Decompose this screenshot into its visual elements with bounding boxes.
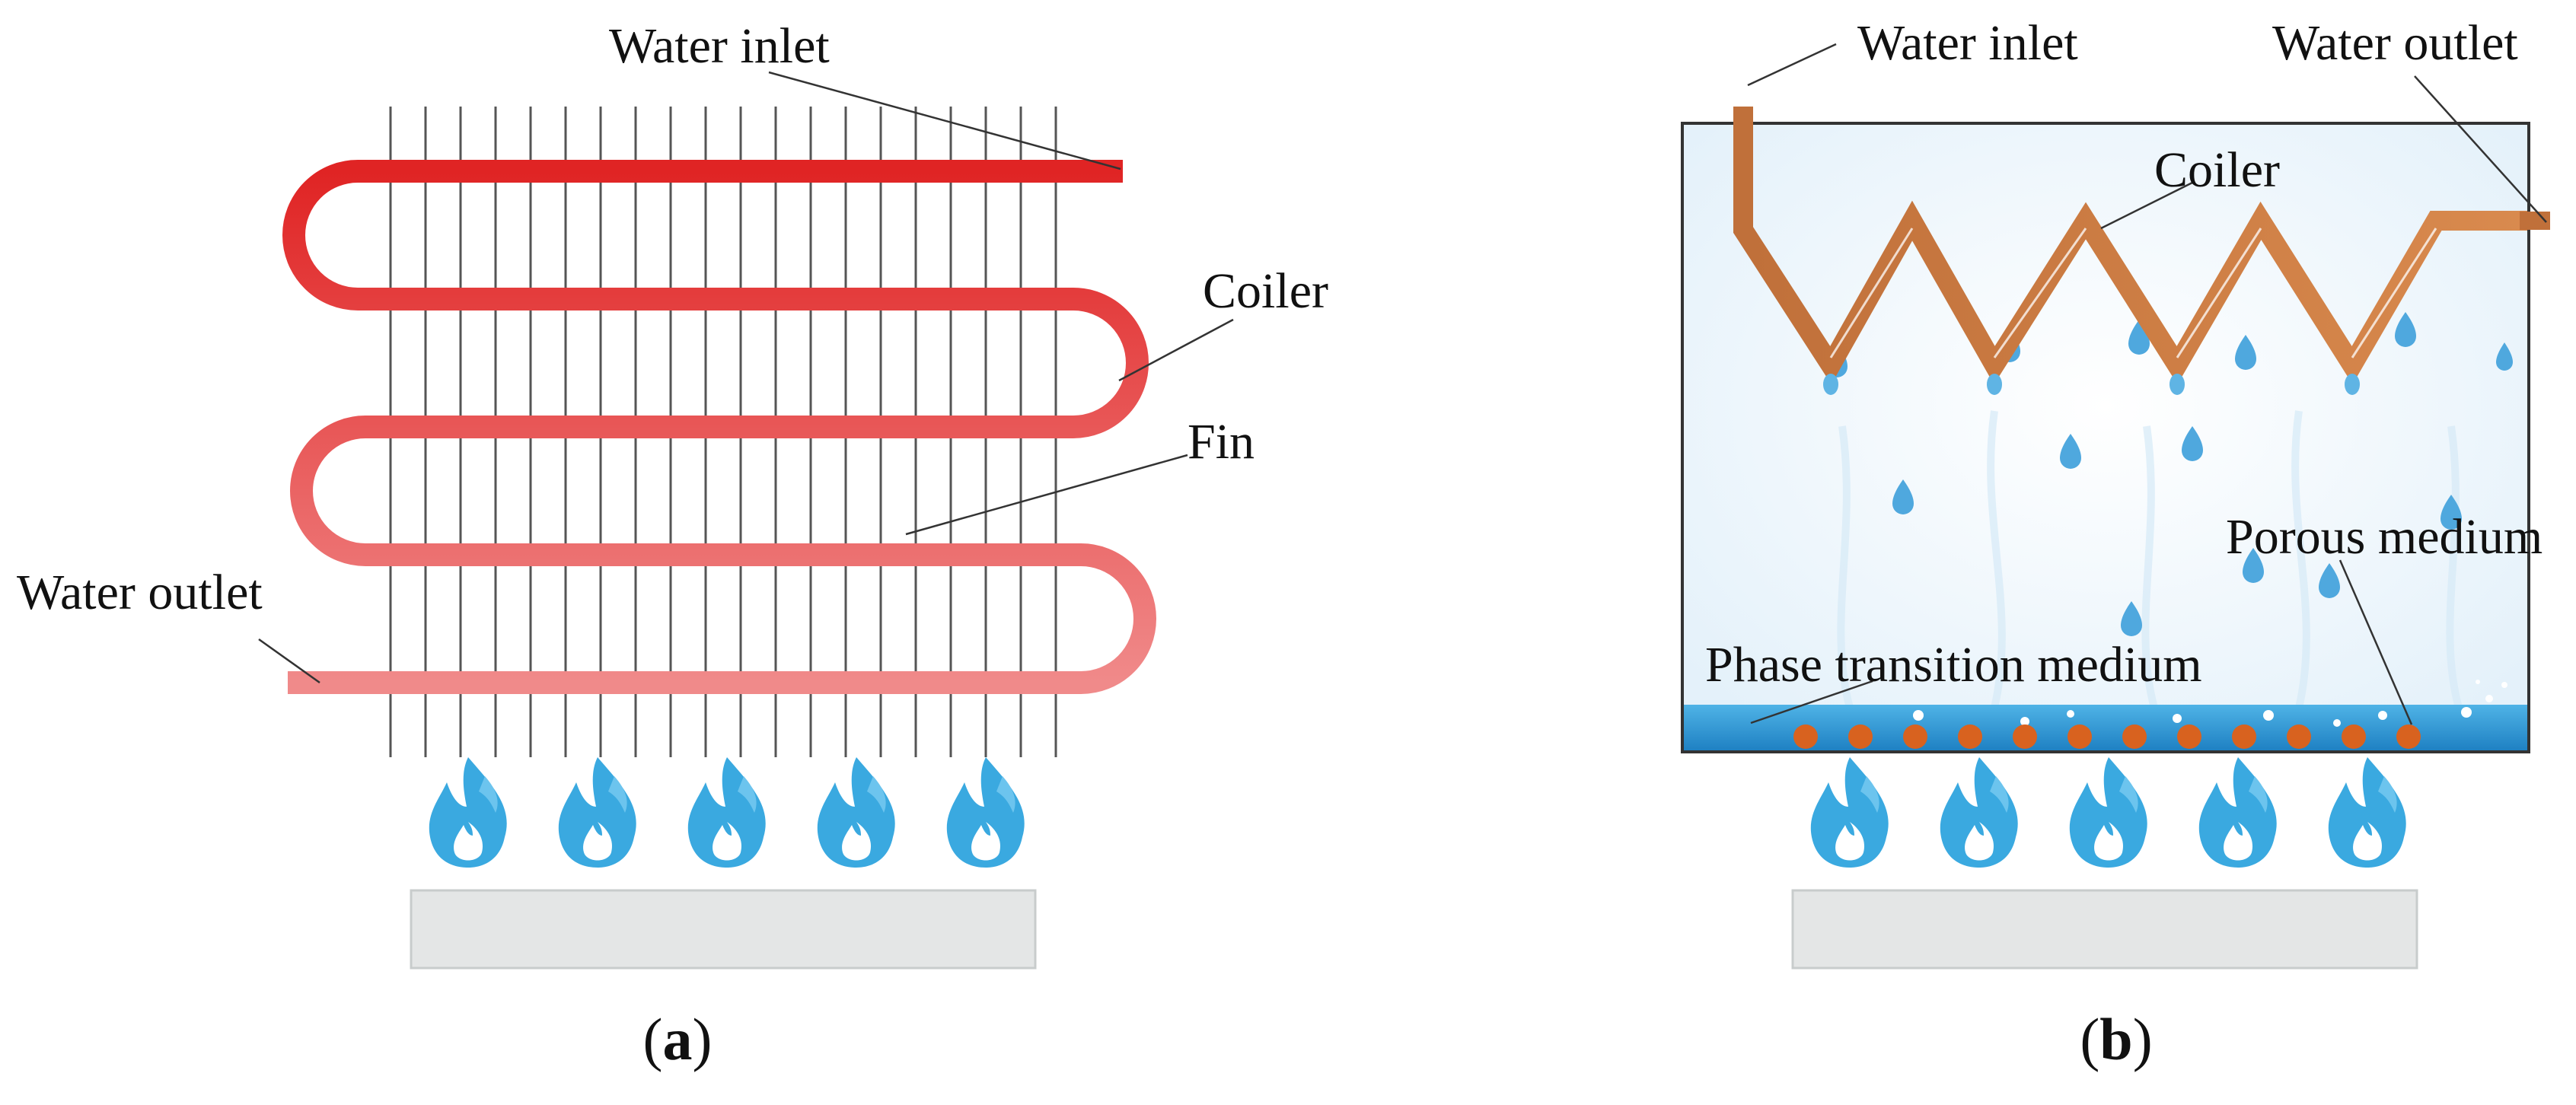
leader-water-outlet	[258, 638, 320, 684]
tank-outline	[1681, 122, 2530, 753]
flames	[1810, 757, 2406, 868]
leader-phase-transition-medium	[1750, 680, 1873, 724]
porous-particle	[2177, 724, 2201, 749]
label-coiler: Coiler	[2154, 142, 2280, 198]
porous-particle	[1958, 724, 1982, 749]
panel-a: Water inlet Coiler Fin Water outlet (a)	[17, 18, 1328, 1072]
porous-particle	[2013, 724, 2037, 749]
flame-icon	[2069, 757, 2147, 868]
porous-particle	[2287, 724, 2311, 749]
leader-water-outlet	[2414, 75, 2547, 223]
porous-particle	[2067, 724, 2092, 749]
porous-particle	[2122, 724, 2147, 749]
porous-medium-particles	[1793, 724, 2421, 749]
water-inlet-pipe	[1736, 107, 1752, 129]
leader-coiler	[1118, 318, 1234, 382]
coiler-tube-b	[1733, 107, 2527, 385]
caption-a: (a)	[643, 1006, 713, 1072]
label-phase-transition-medium: Phase transition medium	[1705, 637, 2202, 693]
label-water-outlet: Water outlet	[2272, 15, 2518, 71]
leader-water-inlet	[1747, 43, 1837, 87]
mist	[1837, 410, 2463, 709]
label-fin: Fin	[1188, 414, 1255, 470]
flame-icon	[429, 757, 507, 868]
leader-coiler	[2100, 181, 2193, 230]
flame-icon	[1810, 757, 1889, 868]
leader-water-inlet	[768, 71, 1121, 170]
burner-plate	[1791, 889, 2418, 970]
flame-icon	[2198, 757, 2277, 868]
coil-drips	[1823, 374, 2360, 395]
porous-particle	[2396, 724, 2421, 749]
liquid-bubbles	[1913, 680, 2507, 727]
porous-particle	[1793, 724, 1818, 749]
label-porous-medium: Porous medium	[2226, 509, 2543, 565]
flame-icon	[2328, 757, 2406, 868]
coiler-highlight	[1829, 228, 2437, 358]
label-coiler: Coiler	[1203, 263, 1328, 319]
panel-b: Water inlet Water outlet Coiler Porous m…	[1681, 15, 2550, 1072]
porous-particle	[1848, 724, 1873, 749]
leader-porous-medium	[2338, 559, 2413, 725]
label-water-outlet: Water outlet	[17, 565, 263, 620]
flame-icon	[558, 757, 636, 868]
flame-icon	[687, 757, 766, 868]
leader-fin	[905, 454, 1188, 536]
burner-plate	[410, 889, 1037, 970]
tank-interior	[1682, 123, 2529, 752]
flame-icon	[817, 757, 895, 868]
porous-particle	[2342, 724, 2366, 749]
label-water-inlet: Water inlet	[1857, 15, 2078, 71]
flame-icon	[946, 757, 1025, 868]
phase-transition-liquid	[1682, 705, 2529, 752]
flames	[429, 757, 1025, 868]
coiler-tube	[282, 160, 1156, 694]
porous-particle	[1903, 724, 1927, 749]
caption-b: (b)	[2080, 1006, 2152, 1072]
label-water-inlet: Water inlet	[609, 18, 830, 74]
flame-icon	[1940, 757, 2018, 868]
porous-particle	[2232, 724, 2256, 749]
